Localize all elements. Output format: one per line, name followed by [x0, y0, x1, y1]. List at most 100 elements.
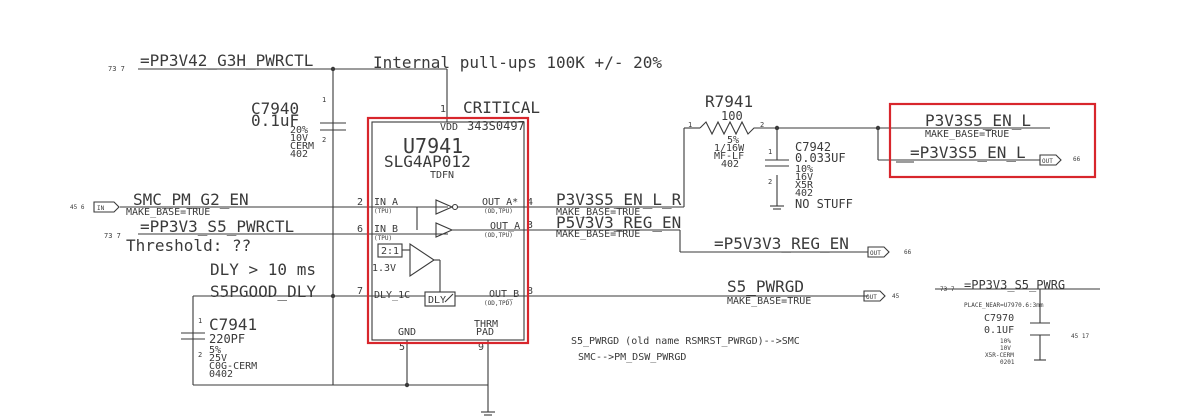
net-pp3v3-s5-pwrg: =PP3V3_S5_PWRG [964, 278, 1065, 292]
svg-text:1: 1 [768, 148, 772, 156]
svg-text:10%: 10% [795, 164, 813, 175]
make-base: MAKE_BASE=TRUE [925, 129, 1009, 140]
svg-text:CRITICAL: CRITICAL [463, 98, 540, 117]
svg-text:1: 1 [322, 96, 326, 104]
svg-text:1: 1 [198, 317, 202, 325]
svg-text:DLY: DLY [428, 295, 446, 306]
net-p5v3v3-reg-en: P5V3V3_REG_EN [556, 213, 681, 232]
svg-text:10%: 10% [1000, 338, 1011, 345]
svg-text:(OD,TPD): (OD,TPD) [484, 300, 513, 307]
svg-text:0.033UF: 0.033UF [795, 151, 846, 165]
net-ref: 45 6 [70, 204, 85, 211]
svg-text:2: 2 [357, 197, 363, 208]
svg-text:1: 1 [440, 104, 446, 115]
make-base: MAKE_BASE=TRUE [727, 296, 811, 307]
net-s5-pwrgd: S5_PWRGD [727, 277, 804, 296]
net-s5pgood-dly: S5PGOOD_DLY [210, 282, 316, 301]
svg-text:1.3V: 1.3V [372, 263, 396, 274]
svg-text:2:1: 2:1 [381, 246, 399, 257]
svg-text:16V: 16V [795, 172, 813, 183]
svg-text:3: 3 [527, 220, 533, 231]
svg-text:0.1UF: 0.1UF [984, 325, 1014, 336]
svg-text:2: 2 [198, 351, 202, 359]
svg-text:220PF: 220PF [209, 332, 245, 346]
svg-text:U7941: U7941 [403, 134, 463, 158]
svg-text:402: 402 [795, 188, 813, 199]
svg-text:100: 100 [721, 109, 743, 123]
net-ref: 66 [904, 249, 912, 256]
net-ref: 45 [892, 293, 900, 300]
svg-text:5%: 5% [209, 345, 221, 356]
svg-text:C7942: C7942 [795, 140, 831, 154]
wires [120, 68, 1100, 416]
make-base: MAKE_BASE=TRUE [556, 207, 640, 218]
svg-text:5%: 5% [727, 135, 739, 146]
svg-text:20%: 20% [290, 125, 308, 136]
net-smc-pm-g2-en: SMC_PM_G2_EN [133, 190, 249, 209]
svg-text:C7941: C7941 [209, 315, 257, 334]
net-pp3v3-s5-pwrctl: =PP3V3_S5_PWRCTL [140, 217, 294, 236]
out-port-flag: OUT [863, 290, 886, 302]
net-p3v3s5-en-l: P3V3S5_EN_L [925, 111, 1031, 130]
svg-text:C7940: C7940 [251, 99, 299, 118]
svg-text:2: 2 [768, 178, 772, 186]
svg-text:25V: 25V [209, 353, 227, 364]
net-pp3v42-g3h-pwrctl: =PP3V42_G3H_PWRCTL [140, 51, 313, 70]
capacitor-c7970: PLACE_NEAR=U7970.6:3mm C7970 0.1UF 10% 1… [964, 302, 1050, 366]
note-rsmrst-2: SMC-->PM_DSW_PWRGD [578, 352, 686, 363]
svg-text:R7941: R7941 [705, 92, 753, 111]
svg-text:PLACE_NEAR=U7970.6:3mm: PLACE_NEAR=U7970.6:3mm [964, 302, 1044, 309]
net-ref: 45 17 [1071, 333, 1089, 340]
out-port-flag: OUT [867, 246, 890, 258]
svg-text:7: 7 [357, 286, 363, 297]
svg-text:X5R-CERM: X5R-CERM [985, 352, 1014, 359]
net-eq-p5v3v3-reg-en: =P5V3V3_REG_EN [714, 234, 849, 253]
svg-text:CERM: CERM [290, 141, 314, 152]
note-rsmrst-1: S5_PWRGD (old name RSMRST_PWRGD)-->SMC [571, 336, 800, 347]
note-threshold: Threshold: ?? [126, 236, 251, 255]
svg-text:IN_A: IN_A [374, 197, 398, 208]
capacitor-c7940: C7940 0.1uF 1 2 20% 10V CERM 402 [251, 96, 346, 160]
svg-text:1/16W: 1/16W [714, 143, 745, 154]
svg-text:402: 402 [290, 149, 308, 160]
svg-text:6: 6 [357, 224, 363, 235]
net-ref: 73 7 [104, 232, 121, 240]
svg-text:2: 2 [322, 136, 326, 144]
svg-text:THRM: THRM [474, 319, 498, 330]
net-p3v3s5-en-l-r: P3V3S5_EN_L_R [556, 190, 682, 209]
note-pullups: Internal pull-ups 100K +/- 20% [373, 53, 662, 72]
note-dly: DLY > 10 ms [210, 260, 316, 279]
svg-text:OUT_A: OUT_A [490, 221, 520, 232]
net-ref: 73 7 [940, 286, 955, 293]
highlight-p3v3s5-en-l: P3V3S5_EN_L MAKE_BASE=TRUE =P3V3S5_EN_L … [888, 102, 1097, 179]
svg-text:(TPU): (TPU) [374, 208, 392, 215]
svg-text:(OD,TPU): (OD,TPU) [484, 208, 513, 215]
svg-text:MF-LF: MF-LF [714, 151, 744, 162]
svg-text:343S0497: 343S0497 [467, 119, 525, 133]
svg-text:(OD,TPU): (OD,TPU) [484, 232, 513, 239]
svg-text:OUT_B: OUT_B [489, 289, 519, 300]
make-base: MAKE_BASE=TRUE [556, 229, 640, 240]
svg-text:TDFN: TDFN [430, 170, 454, 181]
svg-text:OUT: OUT [870, 250, 881, 257]
svg-text:OUT_A*: OUT_A* [482, 197, 518, 208]
svg-text:0201: 0201 [1000, 359, 1015, 366]
in-port-flag: IN [93, 201, 120, 213]
svg-text:GND: GND [398, 327, 416, 338]
svg-text:0402: 0402 [209, 369, 233, 380]
svg-text:4: 4 [527, 197, 533, 208]
capacitor-c7941: 1 2 C7941 220PF 5% 25V C0G-CERM 0402 [181, 315, 257, 380]
svg-text:VDD: VDD [440, 122, 458, 133]
svg-text:X5R: X5R [795, 180, 814, 191]
svg-text:1: 1 [688, 121, 692, 129]
resistor-r7941: R7941 100 1 2 5% 1/16W MF-LF 402 [688, 92, 764, 170]
svg-text:C7970: C7970 [984, 313, 1014, 324]
svg-text:IN_B: IN_B [374, 224, 398, 235]
svg-text:IN: IN [97, 205, 105, 212]
svg-text:5: 5 [399, 342, 405, 353]
net-ref: 73 7 [108, 65, 125, 73]
capacitor-c7942: 1 2 C7942 0.033UF 10% 16V X5R 402 NO STU… [765, 140, 853, 211]
net-eq-p3v3s5-en-l: =P3V3S5_EN_L [910, 143, 1026, 162]
svg-text:10V: 10V [290, 133, 308, 144]
